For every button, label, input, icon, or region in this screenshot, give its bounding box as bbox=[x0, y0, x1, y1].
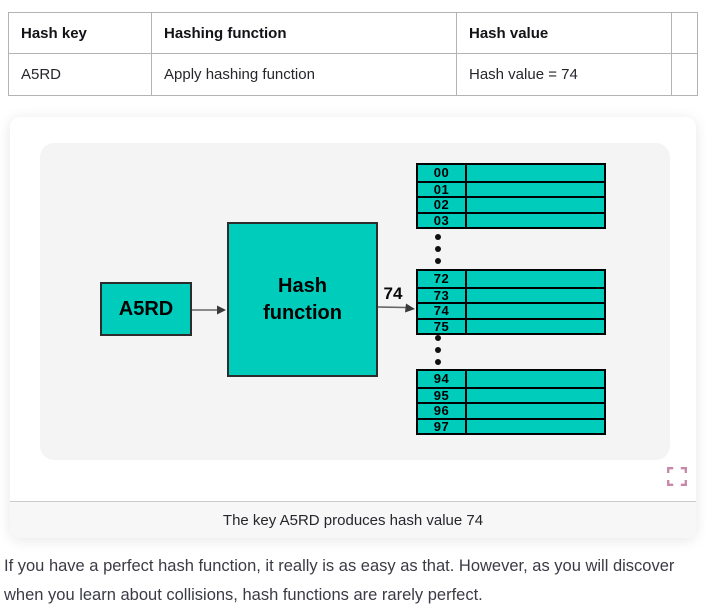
hash-slot-row: 02 bbox=[418, 196, 604, 212]
hash-function-label: Hash function bbox=[263, 274, 342, 324]
hash-slot-row: 75 bbox=[418, 317, 604, 334]
slot-index-label: 95 bbox=[418, 388, 467, 403]
slot-value-cell bbox=[467, 288, 604, 302]
slot-value-cell bbox=[467, 198, 604, 212]
figure-caption: The key A5RD produces hash value 74 bbox=[10, 501, 696, 538]
header-empty bbox=[671, 12, 698, 54]
slot-value-cell bbox=[467, 271, 604, 287]
slot-index-label: 73 bbox=[418, 288, 467, 303]
slot-index-label: 01 bbox=[418, 182, 467, 197]
hash-slot-row: 97 bbox=[418, 417, 604, 434]
slot-index-label: 02 bbox=[418, 197, 467, 212]
figure-caption-text: The key A5RD produces hash value 74 bbox=[222, 511, 484, 529]
fullscreen-expand-button[interactable] bbox=[667, 467, 687, 486]
summary-table: Hash key Hashing function Hash value A5R… bbox=[8, 12, 698, 96]
slot-index-label: 74 bbox=[418, 303, 467, 318]
slot-index-label: 96 bbox=[418, 403, 467, 418]
hash-slot-row: 73 bbox=[418, 286, 604, 303]
table-row: A5RD Apply hashing function Hash value =… bbox=[8, 53, 698, 96]
ellipsis-dots-icon bbox=[430, 335, 446, 365]
cell-hashing-function: Apply hashing function bbox=[151, 53, 457, 96]
hash-slot-row: 03 bbox=[418, 211, 604, 228]
slot-value-cell bbox=[467, 182, 604, 196]
input-key-box: A5RD bbox=[100, 282, 192, 336]
slot-index-label: 03 bbox=[418, 213, 467, 228]
hash-slot-row: 96 bbox=[418, 402, 604, 418]
hash-slot-row: 95 bbox=[418, 386, 604, 403]
hash-slot-row: 74 bbox=[418, 302, 604, 318]
hash-slot-row: 01 bbox=[418, 180, 604, 197]
input-key-label: A5RD bbox=[118, 297, 174, 320]
slot-value-cell bbox=[467, 419, 604, 433]
hash-value-label: 74 bbox=[383, 284, 403, 303]
slot-value-cell bbox=[467, 304, 604, 318]
hash-slot-row: 94 bbox=[418, 371, 604, 387]
slot-index-label: 94 bbox=[418, 371, 467, 387]
body-paragraph: If you have a perfect hash function, it … bbox=[4, 557, 675, 604]
slot-index-label: 00 bbox=[418, 165, 467, 181]
slot-index-label: 72 bbox=[418, 271, 467, 287]
cell-empty bbox=[671, 53, 698, 96]
header-hash-value: Hash value bbox=[456, 12, 672, 54]
hash-function-box: Hash function bbox=[227, 222, 378, 377]
fullscreen-expand-icon bbox=[667, 467, 687, 486]
hash-slot-row: 72 bbox=[418, 271, 604, 287]
slot-value-cell bbox=[467, 165, 604, 181]
cell-hash-key: A5RD bbox=[8, 53, 152, 96]
header-hashing-function: Hashing function bbox=[151, 12, 457, 54]
slot-index-label: 75 bbox=[418, 319, 467, 334]
header-hash-key: Hash key bbox=[8, 12, 152, 54]
slot-value-cell bbox=[467, 213, 604, 227]
table-header-row: Hash key Hashing function Hash value bbox=[8, 12, 698, 54]
slot-value-cell bbox=[467, 319, 604, 333]
slot-value-cell bbox=[467, 371, 604, 387]
slot-value-cell bbox=[467, 404, 604, 418]
ellipsis-dots-icon bbox=[430, 234, 446, 264]
slot-index-label: 97 bbox=[418, 419, 467, 434]
hash-slot-row: 00 bbox=[418, 165, 604, 181]
cell-hash-value: Hash value = 74 bbox=[456, 53, 672, 96]
slot-value-cell bbox=[467, 388, 604, 402]
